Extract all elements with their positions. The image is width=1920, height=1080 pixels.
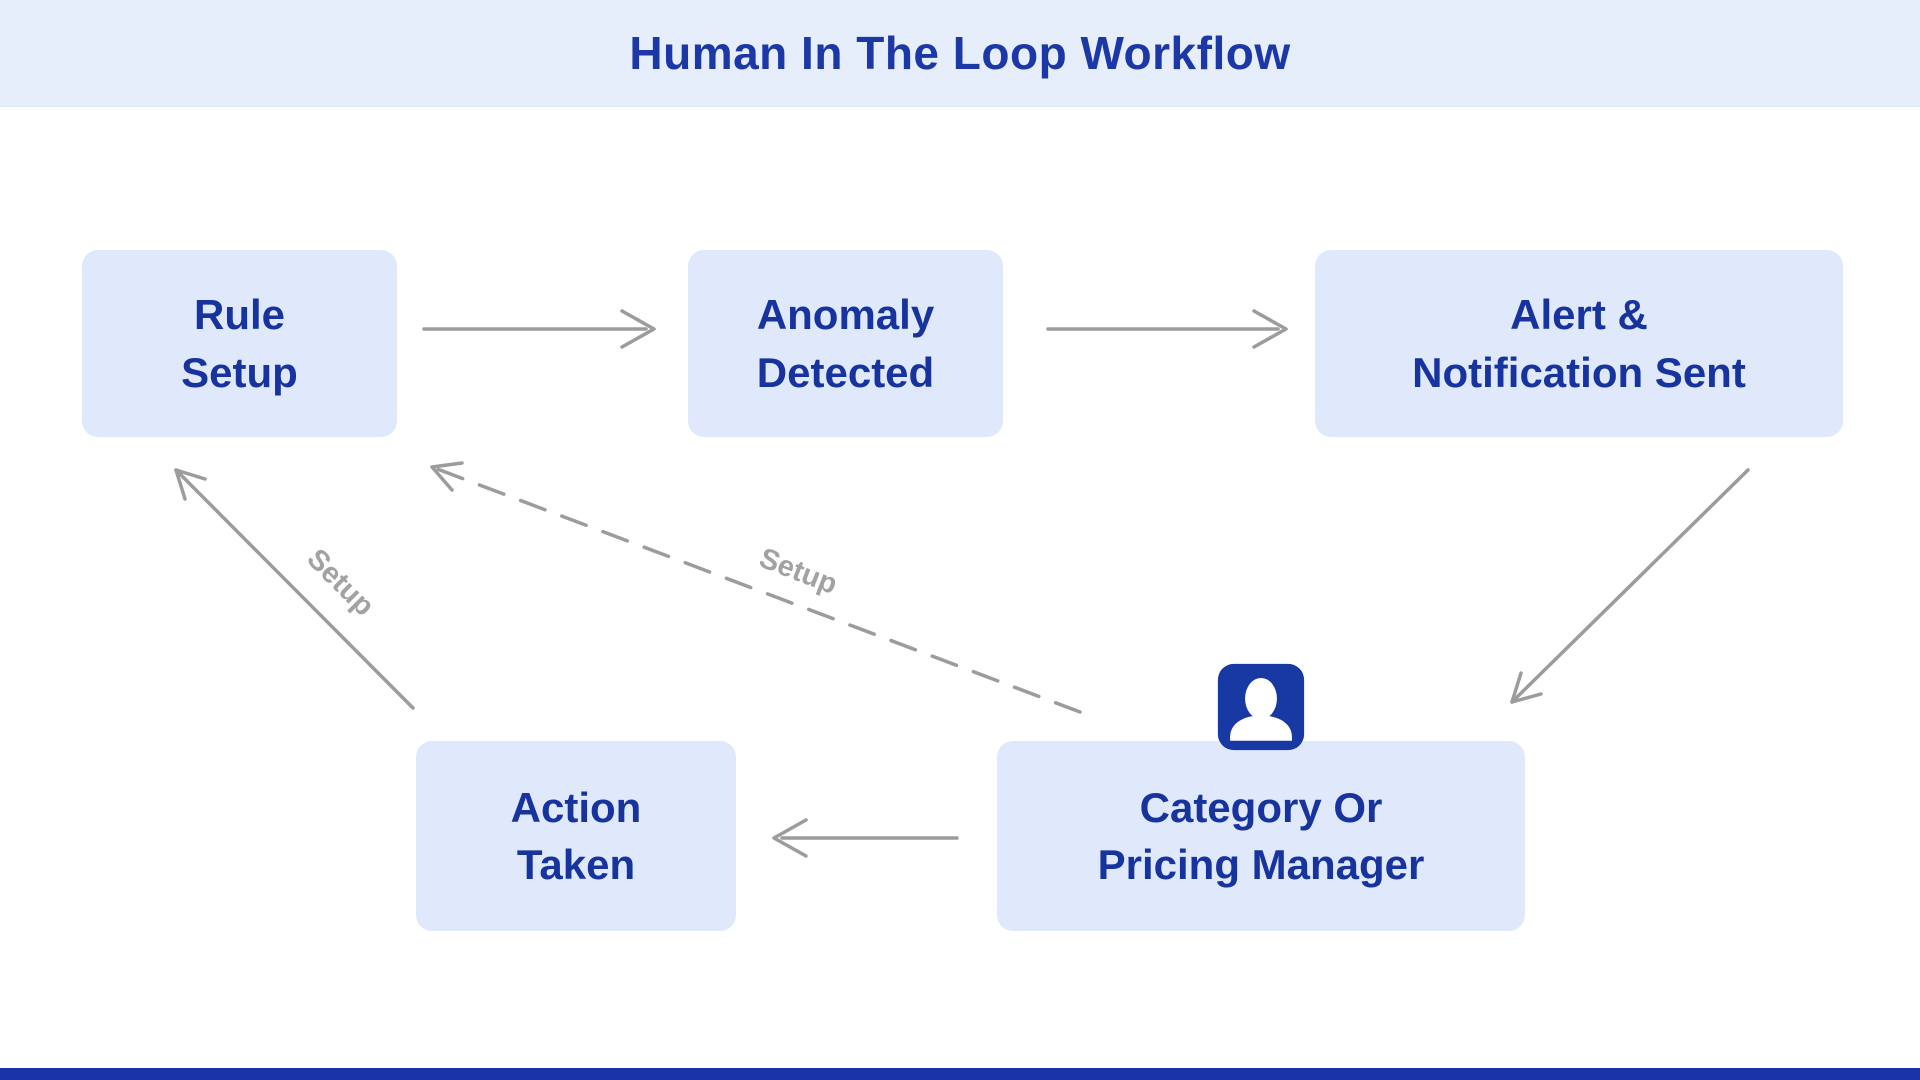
label-setup-dashed-arrow: Setup: [754, 542, 842, 601]
node-anomaly-detected-label: Anomaly Detected: [756, 291, 935, 396]
node-alert-notification-sent-label: Alert & Notification Sent: [1412, 291, 1746, 396]
person-icon: [1217, 663, 1305, 751]
node-rule-setup-label: Rule Setup: [181, 291, 298, 396]
label-setup-solid-arrow: Setup: [300, 542, 381, 623]
node-anomaly-detected: Anomaly Detected: [688, 250, 1003, 437]
bottom-bar: [0, 1068, 1920, 1080]
title-bar: Human In The Loop Workflow: [0, 0, 1920, 107]
arrow-category-to-rule-dashed: [430, 461, 1082, 714]
arrow-anomaly-to-alert: [1046, 309, 1288, 349]
node-rule-setup: Rule Setup: [82, 250, 397, 437]
arrow-alert-to-category: [1510, 468, 1750, 704]
node-action-taken-label: Action Taken: [510, 783, 642, 888]
node-alert-notification-sent: Alert & Notification Sent: [1315, 250, 1843, 437]
arrow-action-to-rule: [174, 468, 415, 710]
arrow-rule-to-anomaly: [422, 309, 656, 349]
page-title: Human In The Loop Workflow: [629, 27, 1291, 79]
node-category-pricing-manager: Category Or Pricing Manager: [997, 741, 1525, 931]
arrow-category-to-action: [772, 818, 959, 858]
node-action-taken: Action Taken: [416, 741, 736, 931]
node-category-pricing-manager-label: Category Or Pricing Manager: [1097, 783, 1425, 888]
